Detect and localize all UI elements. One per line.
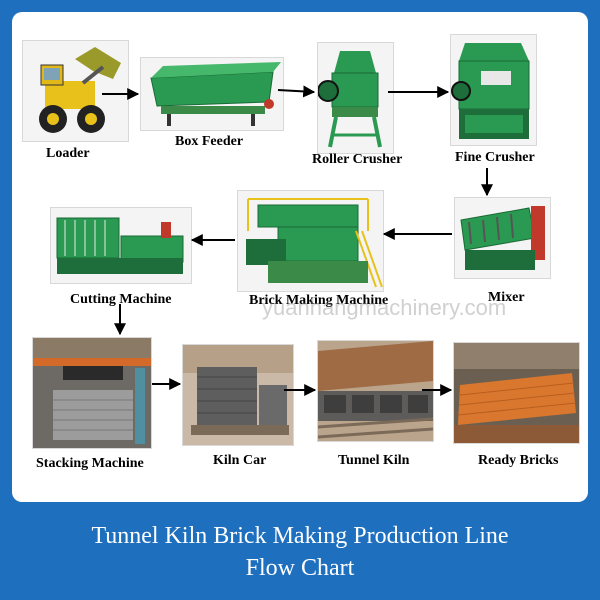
stacking-machine-image [32,337,152,449]
mixer-label: Mixer [488,290,525,305]
cutting-machine-image [50,207,192,284]
loader-image [22,40,129,142]
tunnel-kiln-image [317,340,434,442]
fine-crusher-image [450,34,537,146]
watermark: yuanhangmachinery.com [262,295,507,320]
roller-crusher-label: Roller Crusher [312,152,403,167]
loader-label: Loader [46,146,90,161]
title-line-1: Tunnel Kiln Brick Making Production Line [91,523,509,549]
cutting-machine-label: Cutting Machine [70,292,172,307]
stacking-machine-label: Stacking Machine [36,456,144,471]
box-feeder-image [140,57,284,131]
kiln-car-label: Kiln Car [213,453,267,468]
title-line-2: Flow Chart [245,555,355,581]
title-banner: Tunnel Kiln Brick Making Production Line… [0,508,600,600]
roller-crusher-image [317,42,394,154]
box-feeder-label: Box Feeder [175,134,244,149]
brick-making-machine-label: Brick Making Machine [249,293,389,308]
ready-bricks-image [453,342,580,444]
flowchart-panel: Loader Box Feeder [12,12,588,502]
brick-making-machine-image [237,190,384,292]
fine-crusher-label: Fine Crusher [455,150,535,165]
ready-bricks-label: Ready Bricks [478,453,559,468]
tunnel-kiln-label: Tunnel Kiln [338,453,410,468]
kiln-car-image [182,344,294,446]
mixer-image [454,197,551,279]
